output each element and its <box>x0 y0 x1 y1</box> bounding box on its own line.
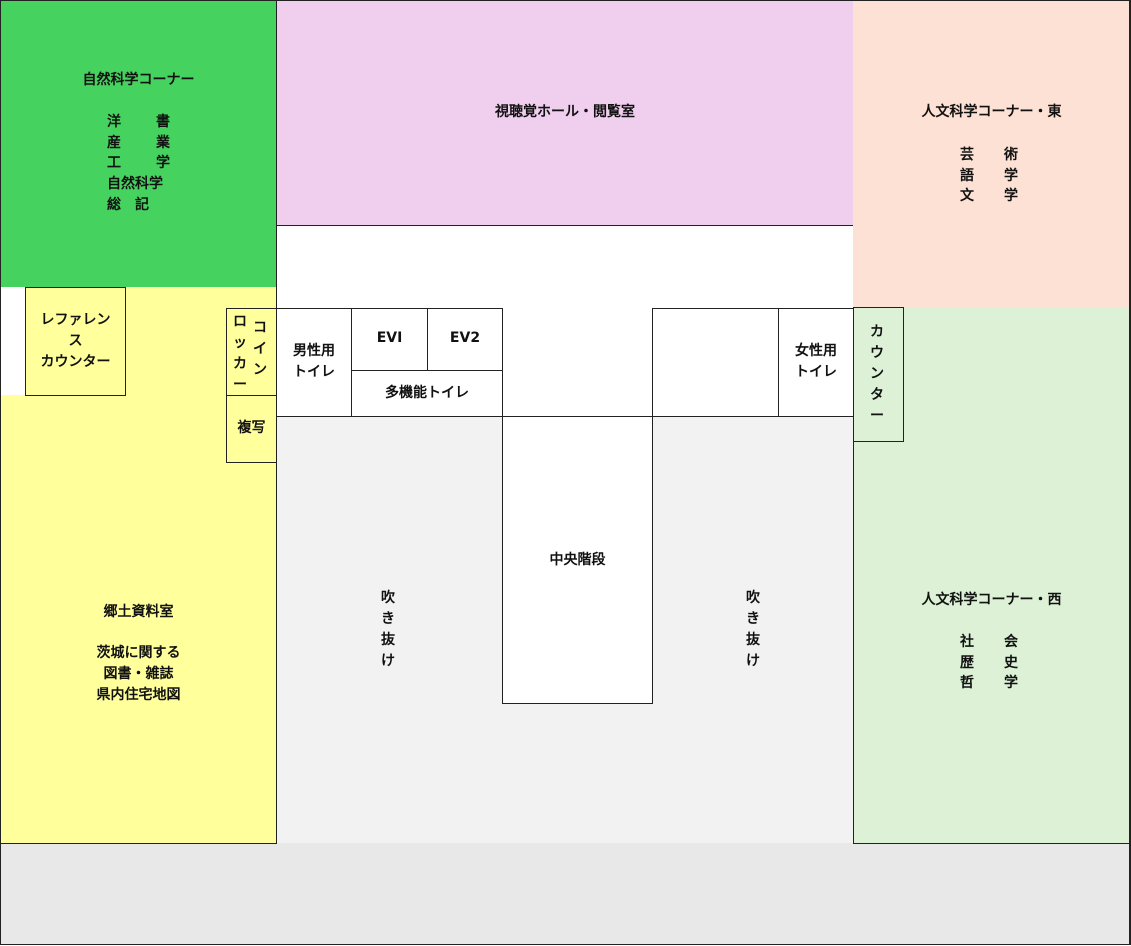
subject-char: 学 <box>1004 167 1018 184</box>
humanities-east-title: 人文科学コーナー・東 <box>921 104 1062 120</box>
counter-east-label: カウンター <box>870 324 884 424</box>
elevator-2-label: EV2 <box>449 330 481 346</box>
left-notch <box>0 287 25 395</box>
coin-locker[interactable] <box>226 308 277 396</box>
subject-char: 洋 <box>107 114 121 130</box>
elevator-1-label: EVⅠ <box>376 330 403 346</box>
local-materials-title: 郷土資料室 <box>103 604 174 620</box>
subject-char: 書 <box>156 114 170 130</box>
reference-counter-label: ス <box>68 333 83 349</box>
womens-toilet-label: トイレ <box>795 364 837 380</box>
natural-science-subject-wide: 自然科学 <box>107 176 163 192</box>
humanities-east-corner[interactable] <box>853 0 1130 308</box>
subject-char: 社 <box>960 634 974 650</box>
subject-char: 産 <box>107 134 121 151</box>
reference-counter-label: レファレン <box>40 312 111 328</box>
mens-toilet-label: 男性用 <box>293 343 335 359</box>
subject-char: 学 <box>1004 188 1018 204</box>
local-materials-line: 県内住宅地図 <box>96 687 181 703</box>
mens-toilet-label: トイレ <box>293 364 335 380</box>
humanities-west-subjects: 社 会 歴 史 哲 学 <box>960 632 1018 694</box>
subject-char: 業 <box>156 134 170 151</box>
subject-char: 工 <box>107 155 121 171</box>
humanities-east-subjects: 芸 術 語 学 文 学 <box>960 145 1018 207</box>
natural-science-corner[interactable] <box>0 0 277 287</box>
subject-char: 術 <box>1004 147 1018 163</box>
subject-char: 学 <box>156 155 170 171</box>
central-stairs-label: 中央階段 <box>549 552 606 568</box>
subject-char: 会 <box>1004 634 1018 650</box>
subject-char: 語 <box>960 167 974 184</box>
center-top-line <box>502 416 653 417</box>
natural-science-subject-wide: 総 記 <box>107 197 149 213</box>
local-materials-line: 図書・雑誌 <box>103 666 174 682</box>
coin-locker-label-left: ロッカー <box>233 314 247 393</box>
multi-toilet-label: 多機能トイレ <box>385 385 469 401</box>
right-block <box>652 308 779 417</box>
atrium-left-label: 吹き抜け <box>381 590 395 669</box>
womens-toilet-label: 女性用 <box>795 343 837 359</box>
counter-east[interactable] <box>853 307 904 442</box>
reference-counter[interactable] <box>25 287 126 396</box>
coin-locker-label-right: コイン <box>253 320 267 378</box>
natural-science-subjects: 洋 書 産 業 工 学 <box>107 112 170 174</box>
humanities-west-title: 人文科学コーナー・西 <box>921 592 1062 608</box>
subject-char: 文 <box>960 188 974 204</box>
copy-label: 複写 <box>237 420 266 436</box>
natural-science-title: 自然科学コーナー <box>82 72 195 88</box>
womens-toilet[interactable] <box>778 308 854 417</box>
atrium-right-label: 吹き抜け <box>746 590 760 669</box>
central-stairs[interactable] <box>502 416 653 704</box>
mens-toilet[interactable] <box>276 308 352 417</box>
subject-char: 学 <box>1004 675 1018 691</box>
bottom-band <box>0 843 1130 945</box>
reference-counter-label: カウンター <box>40 354 111 370</box>
subject-char: 哲 <box>960 675 974 691</box>
elevator-2[interactable] <box>427 308 503 371</box>
av-hall[interactable] <box>276 0 854 226</box>
av-hall-title: 視聴覚ホール・閲覧室 <box>495 104 635 120</box>
subject-char: 芸 <box>960 147 974 163</box>
local-materials-line: 茨城に関する <box>96 645 181 661</box>
multi-toilet[interactable] <box>351 370 503 417</box>
subject-char: 史 <box>1004 654 1018 671</box>
subject-char: 歴 <box>960 654 974 671</box>
copy-corner[interactable] <box>226 395 277 463</box>
